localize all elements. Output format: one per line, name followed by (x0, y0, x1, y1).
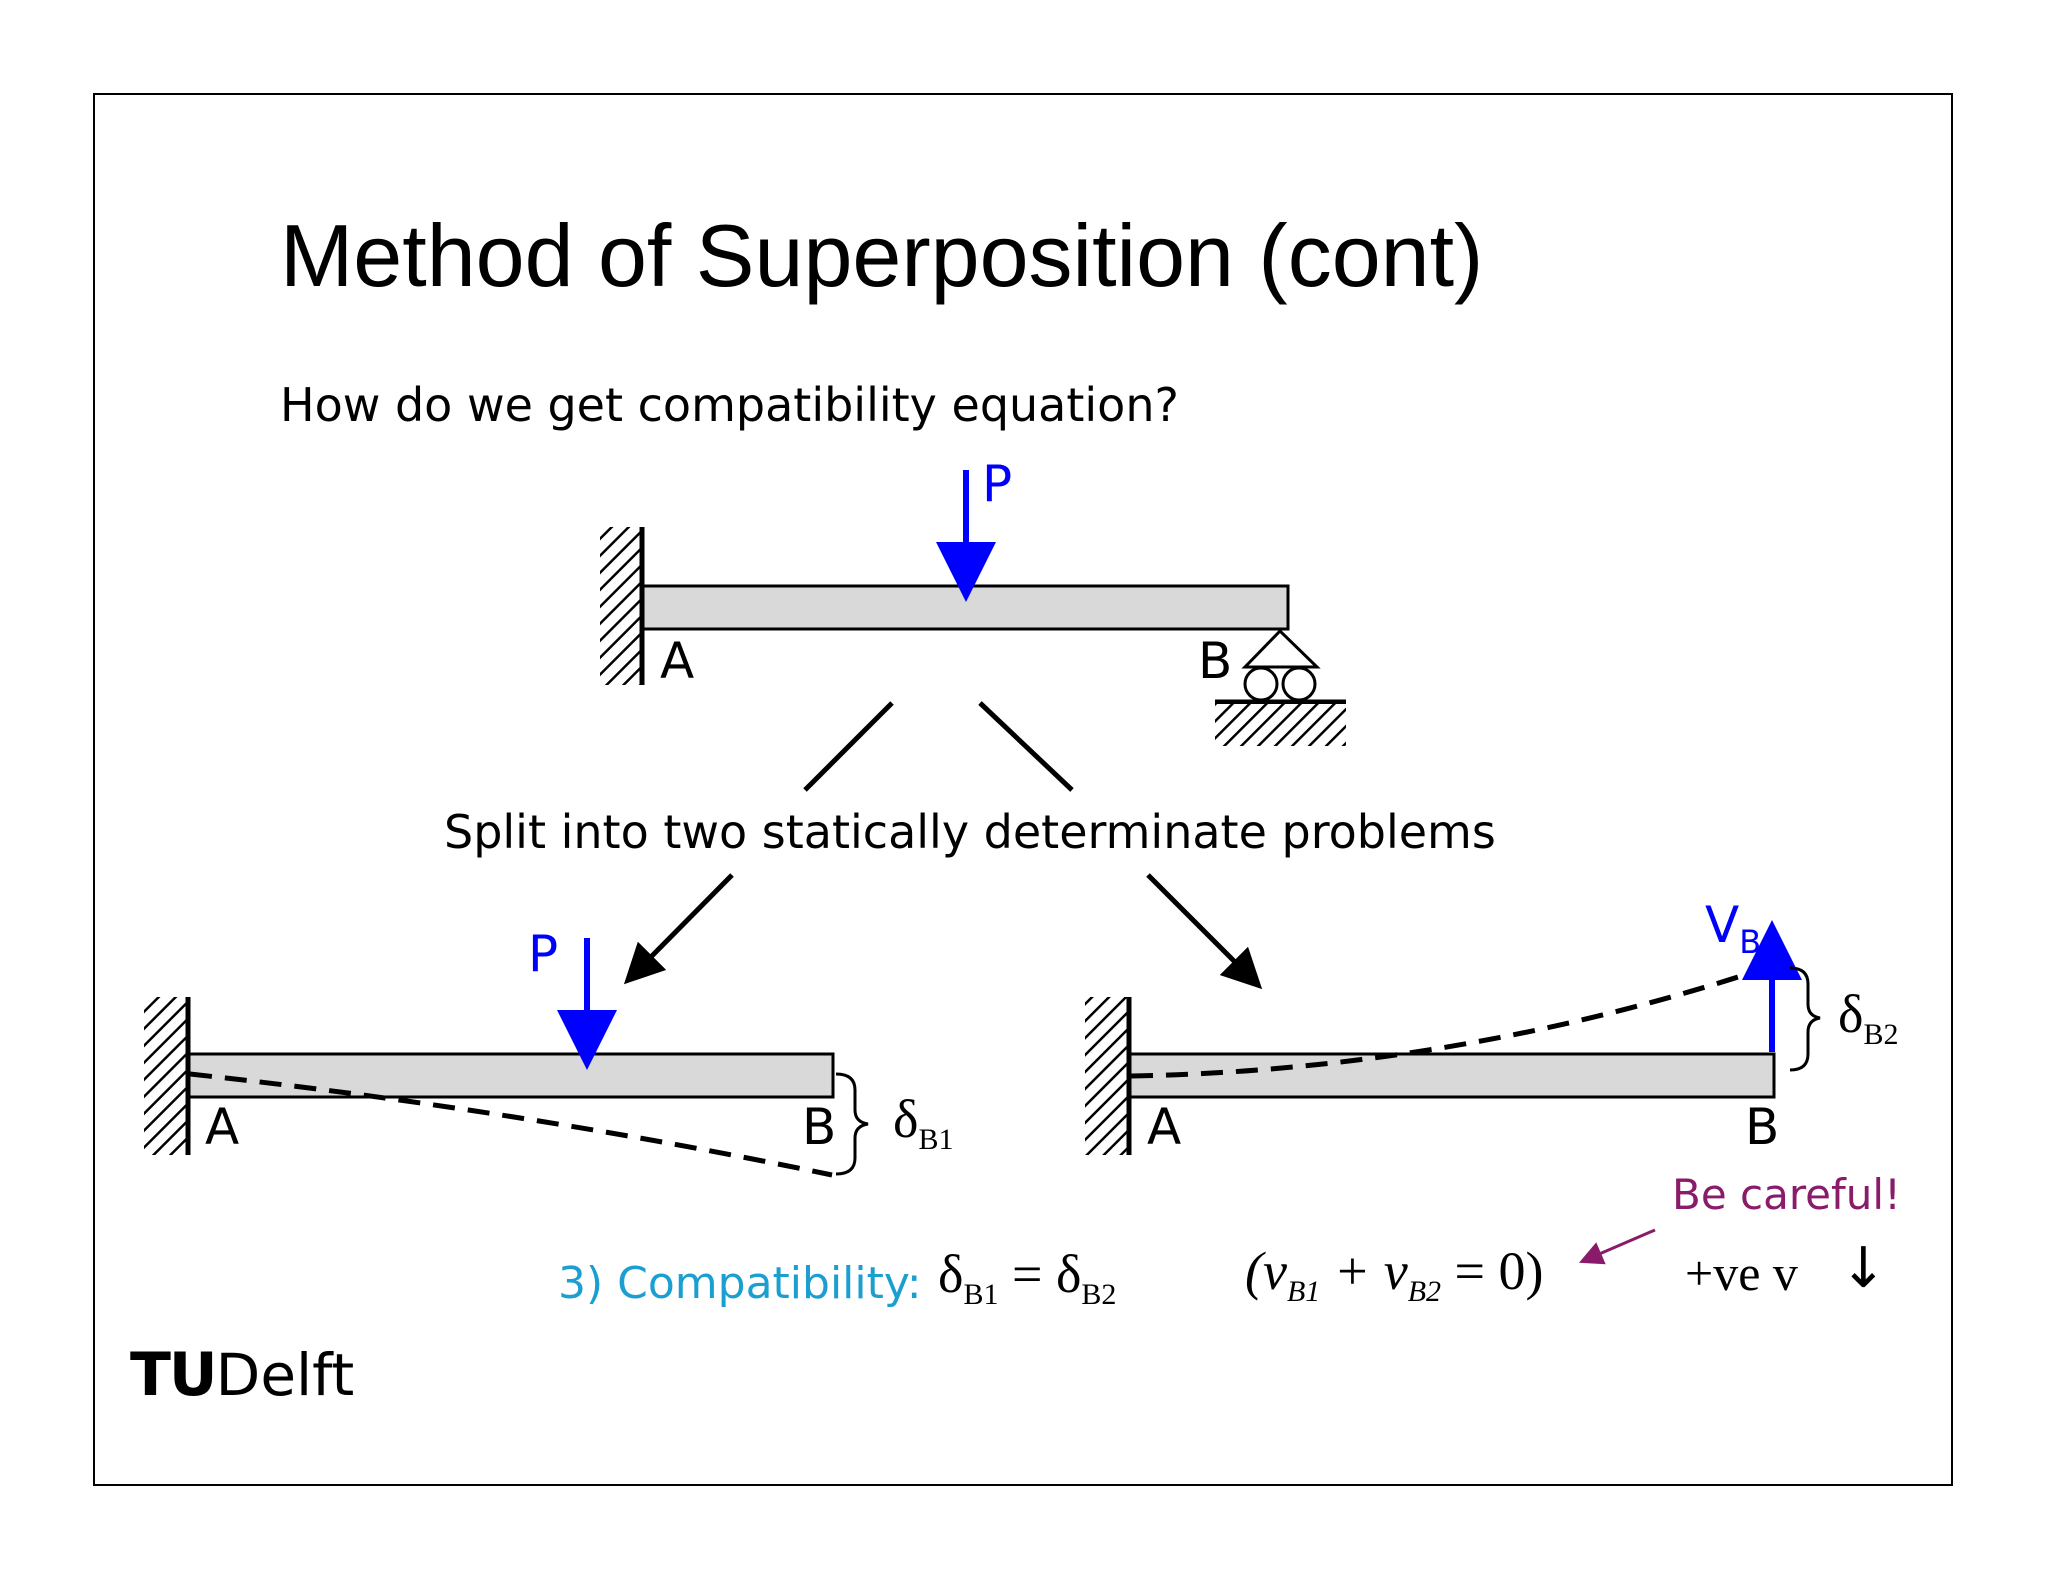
left-beam-group (144, 938, 869, 1178)
split-arrow-right (1146, 873, 1263, 990)
right-deflection-label: δB2 (1838, 984, 1899, 1051)
question-text: How do we get compatibility equation? (280, 378, 1179, 432)
left-load-label: P (528, 925, 559, 983)
page-title: Method of Superposition (cont) (280, 206, 1484, 305)
right-reaction-label: VB (1705, 896, 1762, 961)
sign-convention: +ve v (1685, 1245, 1798, 1301)
split-arrows (623, 701, 1263, 990)
left-label-a: A (205, 1098, 240, 1156)
displacement-equation: (vB1 + vB2 = 0) (1245, 1241, 1544, 1308)
careful-arrow (1578, 1228, 1656, 1265)
left-beam (187, 1052, 835, 1099)
right-deflection-brace (1789, 966, 1821, 1072)
top-beam (641, 584, 1290, 631)
split-text: Split into two statically determinate pr… (440, 805, 1500, 859)
roller-support (1215, 628, 1346, 746)
left-deflection-label: δB1 (893, 1089, 954, 1156)
logo-tu: TU (130, 1340, 218, 1410)
left-deflected-shape (189, 1071, 833, 1178)
slide-frame (93, 93, 1953, 1486)
right-wall-hatch (1085, 997, 1127, 1155)
left-wall-hatch (144, 997, 186, 1155)
top-load-label: P (982, 455, 1013, 513)
top-label-b: B (1198, 632, 1233, 690)
split-arrow-left (623, 873, 734, 985)
down-arrow-icon: ↓ (1840, 1236, 1887, 1301)
right-deflected-shape (1130, 963, 1773, 1079)
compatibility-label: 3) Compatibility: (558, 1258, 922, 1309)
compatibility-equation: δB1 = δB2 (938, 1244, 1117, 1311)
top-label-a: A (660, 632, 695, 690)
right-label-a: A (1147, 1098, 1182, 1156)
right-beam (1128, 1052, 1776, 1099)
left-deflection-brace (835, 1072, 869, 1176)
careful-note: Be careful! (1672, 1170, 1901, 1219)
split-line-left-upper (803, 701, 894, 792)
split-line-right-upper (978, 701, 1074, 792)
logo-delft: Delft (215, 1341, 355, 1409)
top-wall-hatch (600, 527, 640, 685)
right-beam-group (1085, 920, 1821, 1155)
left-label-b: B (802, 1098, 837, 1156)
tudelft-logo: TUDelft (130, 1340, 354, 1410)
top-beam-group (600, 470, 1346, 746)
right-label-b: B (1745, 1098, 1780, 1156)
